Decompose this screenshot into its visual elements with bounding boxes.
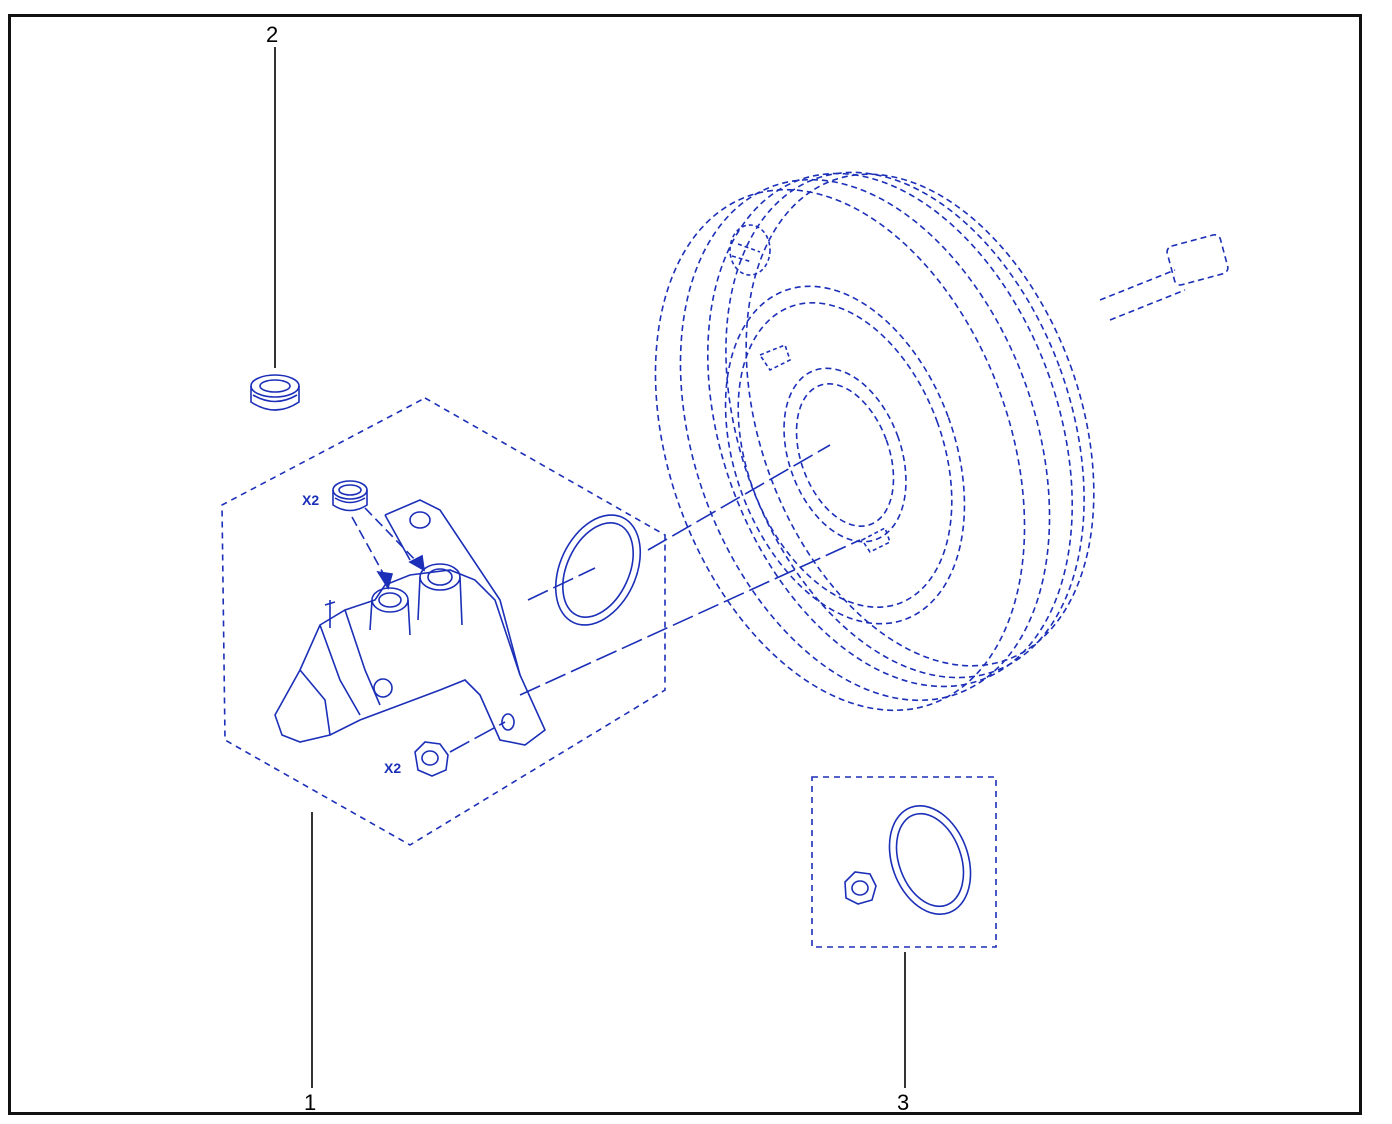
master-cylinder [274,499,546,746]
port-insert-arrows [351,507,421,583]
port-arrow-heads [376,554,426,590]
callout-part-2: 2 [266,22,279,47]
seal-quantity-label: X2 [302,492,320,508]
part-3-group-boundary [811,776,997,948]
callout-part-3: 3 [897,1090,910,1115]
diagram-frame [8,14,1362,1115]
part-2-grommet [250,374,300,411]
assembly-centerlines [449,444,861,753]
callout-part-1: 1 [304,1090,317,1115]
reservoir-grommet-pair [332,480,368,512]
brake-booster [654,171,1229,712]
nut-quantity-label: X2 [384,760,402,776]
o-ring-seal [554,514,642,626]
part-1-group-boundary [221,397,666,846]
part-3-o-ring [888,804,972,916]
part-3-nut [844,871,877,905]
mounting-nut-pair [414,741,449,777]
booster-studs [729,224,891,554]
callout-leaders [274,47,906,1088]
